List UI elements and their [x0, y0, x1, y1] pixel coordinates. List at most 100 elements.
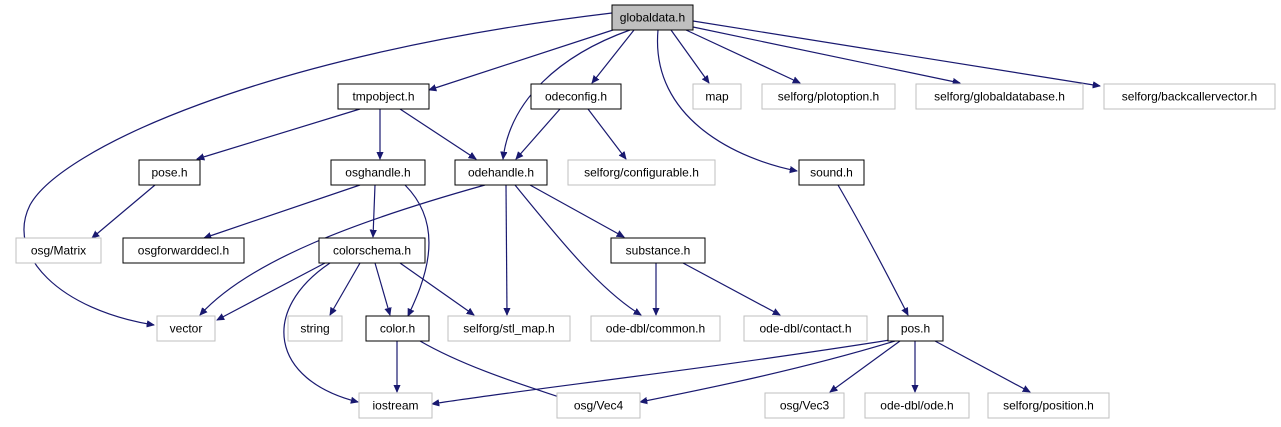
- node-globaldatabase: selforg/globaldatabase.h: [915, 83, 1084, 110]
- edge-globaldata-to-odehandle: [503, 29, 631, 159]
- node-label: osghandle.h: [345, 166, 410, 180]
- edge-globaldata-to-plotoption: [685, 29, 800, 84]
- node-box: [798, 159, 865, 186]
- node-label: sound.h: [810, 166, 853, 180]
- node-label: odehandle.h: [468, 166, 534, 180]
- node-box: [761, 83, 896, 110]
- node-label: color.h: [380, 322, 415, 336]
- node-box: [330, 159, 426, 186]
- node-label: ode-dbl/ode.h: [880, 399, 953, 413]
- node-box: [358, 392, 433, 419]
- node-plotoption: selforg/plotoption.h: [761, 83, 896, 110]
- node-substance[interactable]: substance.h: [610, 237, 706, 264]
- node-pose[interactable]: pose.h: [138, 159, 201, 186]
- node-label: selforg/position.h: [1003, 399, 1094, 413]
- edge-colorschema-to-color: [374, 262, 390, 315]
- node-label: selforg/backcallervector.h: [1122, 90, 1257, 104]
- node-pos[interactable]: pos.h: [887, 315, 944, 342]
- edge-color-to-vec4: [419, 340, 568, 400]
- node-label: ode-dbl/contact.h: [759, 322, 851, 336]
- node-box: [1103, 83, 1276, 110]
- edge-odeconfig-to-odehandle: [516, 108, 561, 159]
- edge-odehandle-to-substance: [529, 184, 624, 238]
- node-box: [156, 315, 216, 342]
- node-box: [365, 315, 430, 342]
- edge-pos-to-iostream: [432, 339, 891, 404]
- node-vec3: osg/Vec3: [764, 392, 845, 419]
- node-label: string: [300, 322, 329, 336]
- edge-globaldata-to-tmpobject: [429, 28, 617, 90]
- node-box: [556, 392, 641, 419]
- edge-pos-to-vec3: [830, 340, 901, 392]
- node-box: [611, 4, 694, 31]
- edge-odehandle-to-stlmap: [506, 184, 507, 315]
- node-ode: ode-dbl/ode.h: [864, 392, 970, 419]
- edge-colorschema-to-string: [329, 262, 361, 315]
- node-position: selforg/position.h: [987, 392, 1110, 419]
- node-label: osg/Vec4: [574, 399, 624, 413]
- node-stlmap: selforg/stl_map.h: [447, 315, 571, 342]
- edge-osghandle-to-colorschema: [373, 184, 375, 237]
- node-label: colorschema.h: [333, 244, 411, 258]
- node-vector: vector: [156, 315, 216, 342]
- node-osgforwarddecl[interactable]: osgforwarddecl.h: [122, 237, 245, 264]
- node-label: substance.h: [626, 244, 691, 258]
- edge-sound-to-pos: [837, 184, 909, 315]
- node-tmpobject[interactable]: tmpobject.h: [337, 83, 430, 110]
- edge-globaldata-to-vector: [23, 12, 613, 325]
- node-box: [764, 392, 845, 419]
- node-box: [692, 83, 742, 110]
- node-label: pos.h: [901, 322, 930, 336]
- edge-odehandle-to-vector: [200, 184, 486, 315]
- node-label: selforg/stl_map.h: [463, 322, 554, 336]
- node-label: iostream: [372, 399, 418, 413]
- node-box: [567, 159, 716, 186]
- node-label: globaldata.h: [620, 11, 685, 25]
- node-box: [530, 83, 622, 110]
- node-string: string: [287, 315, 343, 342]
- node-box: [864, 392, 970, 419]
- edge-substance-to-contact: [682, 262, 780, 316]
- node-box: [287, 315, 343, 342]
- node-box: [887, 315, 944, 342]
- node-label: vector: [170, 322, 203, 336]
- node-box: [987, 392, 1110, 419]
- node-colorschema[interactable]: colorschema.h: [318, 237, 426, 264]
- node-box: [122, 237, 245, 264]
- node-box: [743, 315, 868, 342]
- node-box: [447, 315, 571, 342]
- node-sound[interactable]: sound.h: [798, 159, 865, 186]
- node-contact: ode-dbl/contact.h: [743, 315, 868, 342]
- node-label: odeconfig.h: [545, 90, 607, 104]
- node-label: selforg/configurable.h: [584, 166, 699, 180]
- node-common: ode-dbl/common.h: [590, 315, 721, 342]
- node-odehandle[interactable]: odehandle.h: [454, 159, 548, 186]
- node-osghandle[interactable]: osghandle.h: [330, 159, 426, 186]
- node-label: osgforwarddecl.h: [138, 244, 229, 258]
- edge-odeconfig-to-configurable: [587, 108, 626, 159]
- node-iostream: iostream: [358, 392, 433, 419]
- node-map: map: [692, 83, 742, 110]
- node-label: pose.h: [151, 166, 187, 180]
- edge-pos-to-vec4: [640, 340, 896, 402]
- edge-pose-to-osgmatrix: [92, 184, 156, 238]
- node-odeconfig[interactable]: odeconfig.h: [530, 83, 622, 110]
- node-box: [337, 83, 430, 110]
- edges: [23, 12, 1100, 404]
- node-backcallervector: selforg/backcallervector.h: [1103, 83, 1276, 110]
- node-color[interactable]: color.h: [365, 315, 430, 342]
- edge-tmpobject-to-pose: [197, 108, 361, 159]
- node-box: [454, 159, 548, 186]
- node-label: osg/Vec3: [780, 399, 830, 413]
- node-label: selforg/globaldatabase.h: [934, 90, 1065, 104]
- node-box: [590, 315, 721, 342]
- node-osgmatrix: osg/Matrix: [15, 237, 102, 264]
- edge-colorschema-to-stlmap: [399, 262, 474, 315]
- node-vec4: osg/Vec4: [556, 392, 641, 419]
- node-configurable: selforg/configurable.h: [567, 159, 716, 186]
- edge-osghandle-to-osgforwarddecl: [204, 184, 361, 238]
- node-label: osg/Matrix: [31, 244, 86, 258]
- edge-globaldata-to-sound: [657, 29, 797, 171]
